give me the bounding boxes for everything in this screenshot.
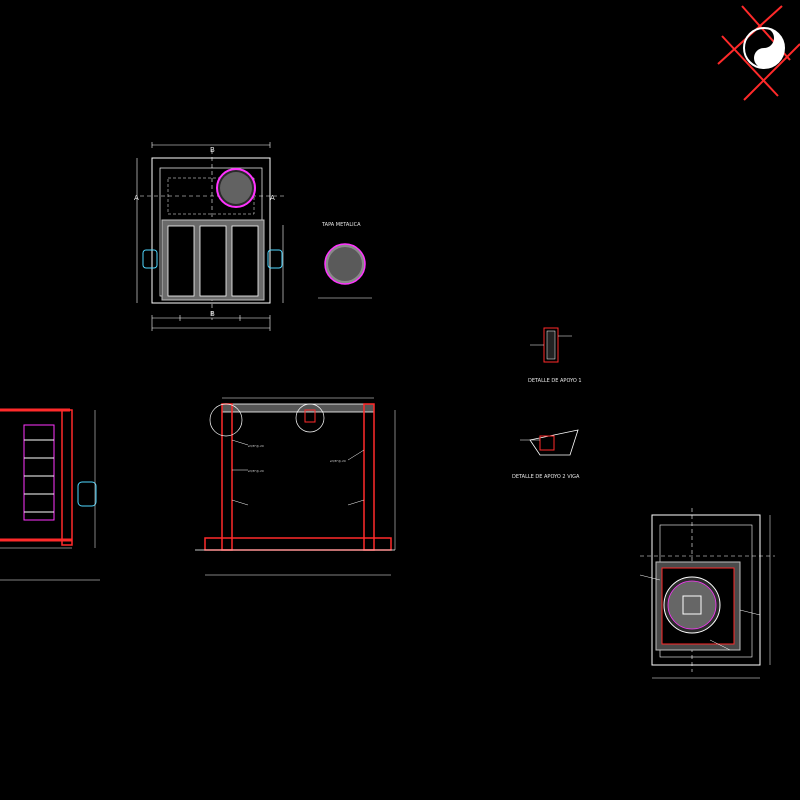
section-mark-b-top: B bbox=[210, 146, 215, 154]
detalle-apoyo-2-title: DETALLE DE APOYO 2 VIGA bbox=[512, 474, 580, 480]
detalle-apoyo-2-viga: DETALLE DE APOYO 2 VIGA bbox=[512, 429, 580, 480]
tapa-metalica-detail: TAPA METALICA bbox=[318, 222, 372, 299]
plan-detail-bottom-right bbox=[639, 508, 775, 679]
svg-text:ø3/8"@.20: ø3/8"@.20 bbox=[248, 469, 264, 473]
svg-text:ø3/8"@.20: ø3/8"@.20 bbox=[248, 444, 264, 448]
tapa-metalica-title: TAPA METALICA bbox=[321, 222, 361, 228]
detalle-apoyo-1: DETALLE DE APOYO 1 bbox=[528, 327, 582, 384]
section-mark-a-left: A bbox=[134, 194, 139, 202]
section-mark-a-right: A bbox=[270, 194, 275, 202]
svg-text:ø3/8"@.20: ø3/8"@.20 bbox=[330, 459, 346, 463]
section-b-b: ø3/8"@.20 ø3/8"@.20 ø3/8"@.20 bbox=[195, 397, 396, 576]
section-mark-b-bottom: B bbox=[210, 310, 215, 318]
plan-view: A A B B bbox=[134, 142, 285, 331]
compass-logo-icon bbox=[717, 5, 800, 101]
section-a-a bbox=[0, 408, 100, 581]
detalle-apoyo-1-title: DETALLE DE APOYO 1 bbox=[528, 378, 582, 384]
